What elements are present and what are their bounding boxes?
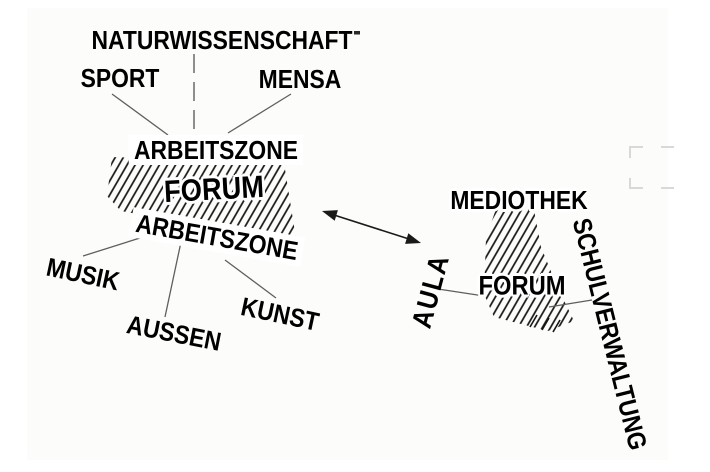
line-arbeitszone-musik: [82, 237, 141, 257]
arrowhead-right: [405, 233, 421, 244]
label-forum-right: FORUM: [478, 270, 566, 301]
hatched-zone-left: [107, 157, 297, 245]
stray-mark: [354, 31, 360, 35]
line-forum-schulverwaltung: [548, 299, 593, 308]
faint-corner-marks: [629, 146, 674, 189]
label-mediothek: MEDIOTHEK: [450, 185, 588, 215]
line-arbeitszone-aussen: [164, 241, 182, 318]
line-mensa-arbeitszone: [227, 93, 292, 134]
double-arrow-icon: [322, 210, 421, 244]
hatched-zone-right: [484, 206, 574, 331]
line-sport-arbeitszone: [111, 93, 169, 136]
line-aula-forum: [437, 288, 485, 297]
arrowhead-left: [322, 210, 338, 221]
label-forum-left: FORUM: [163, 168, 265, 210]
line-arbeitszone-kunst: [224, 259, 277, 299]
label-sport: SPORT: [80, 63, 160, 93]
connector-lines-right: [437, 288, 593, 308]
label-naturwissenschaft: NATURWISSENSCHAFT: [91, 25, 353, 55]
hatch-ragged-edge: [529, 314, 561, 333]
label-mensa: MENSA: [258, 64, 342, 94]
label-arbeitszone-top: ARBEITSZONE: [128, 135, 304, 165]
connector-lines-left: [82, 93, 292, 318]
